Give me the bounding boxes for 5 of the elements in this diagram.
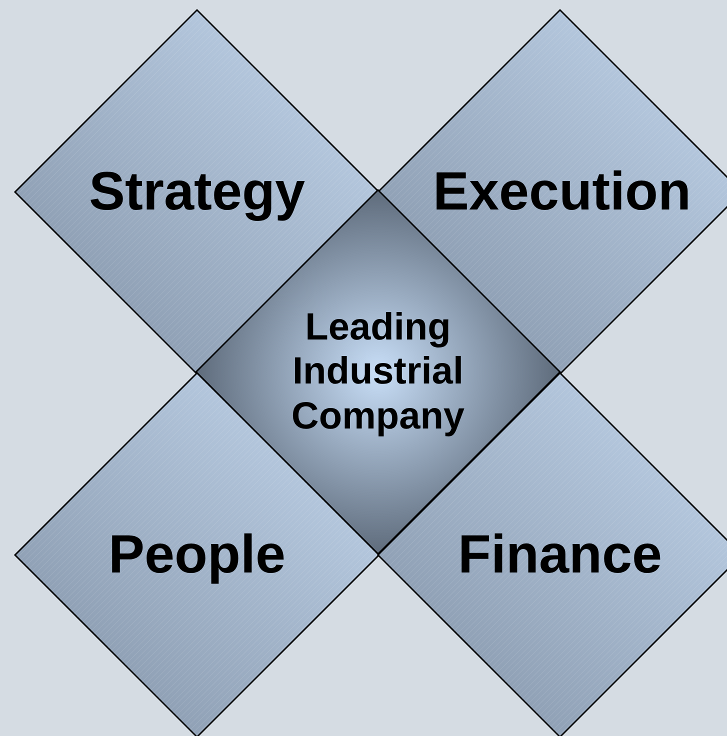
diamond-label: Finance [458,523,662,586]
diamond-label: Execution [432,160,692,224]
diamond-label: Strategy [88,160,306,224]
diamond-label: Leading Industrial Company [290,305,466,439]
diamond-label: People [108,523,286,586]
